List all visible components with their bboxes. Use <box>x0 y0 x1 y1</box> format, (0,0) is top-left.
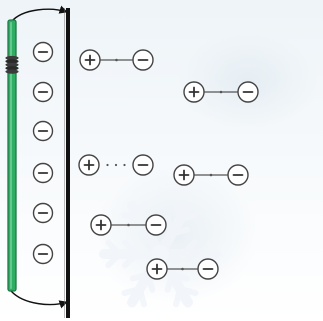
negative-charge-icon <box>197 258 219 280</box>
dipole-bond-dot <box>209 173 213 177</box>
neg-2 <box>32 81 54 103</box>
dipole-pair <box>78 154 154 176</box>
rod-highlight <box>10 22 12 289</box>
negative-charge-icon <box>145 214 167 236</box>
neg-6 <box>32 243 54 265</box>
dipole-pair <box>173 164 249 186</box>
positive-charge-icon <box>90 214 112 236</box>
dipole-bond-dot <box>181 267 184 271</box>
positive-charge-icon <box>146 258 168 280</box>
dipole-pair <box>146 258 219 280</box>
neg-1 <box>32 41 54 63</box>
negative-charge-icon <box>132 49 154 71</box>
positive-charge-icon <box>79 49 101 71</box>
snowflake-arm <box>127 200 165 259</box>
snowflake-branch <box>177 211 199 223</box>
dipole-pair <box>90 214 167 236</box>
rod-grip-band <box>5 69 19 74</box>
dipole-bond-dot <box>127 223 130 227</box>
dipole-pair <box>183 81 259 103</box>
dipoles-group <box>78 49 259 280</box>
rod-grip-band <box>5 59 19 64</box>
dipole-bond-dot <box>115 58 118 62</box>
snowflake-branch <box>173 285 184 308</box>
charged-rod <box>5 19 19 292</box>
neg-5 <box>32 202 54 224</box>
negative-charge-icon <box>227 164 249 186</box>
negative-charges-group <box>32 41 54 265</box>
neg-3 <box>32 120 54 142</box>
snowflake-branch <box>180 251 198 269</box>
snowflake-arm <box>155 200 193 259</box>
neg-4 <box>32 162 54 184</box>
snowflake-branch <box>129 271 152 282</box>
dipole-pair <box>79 49 154 71</box>
negative-charge-icon <box>132 154 154 176</box>
snowflake-branch <box>121 285 143 297</box>
bottom-curved-arrow <box>10 290 68 309</box>
positive-charge-icon <box>183 81 205 103</box>
dipole-bond-dot <box>106 163 109 167</box>
vertical-plate <box>66 8 70 318</box>
snowflake-branch <box>136 200 147 223</box>
positive-charge-icon <box>173 164 195 186</box>
snowflake-branch <box>168 226 191 237</box>
plate-left-highlight <box>64 8 65 318</box>
positive-charge-icon <box>78 154 100 176</box>
top-curved-arrow <box>10 5 68 23</box>
snowflake-branch <box>105 239 123 257</box>
dipole-bond-dot <box>123 163 126 167</box>
dipole-bond-dot <box>114 163 118 167</box>
negative-charge-icon <box>237 81 259 103</box>
snowflake-branch <box>164 271 175 293</box>
rod-grip-band <box>5 62 19 67</box>
rod-grip-band <box>5 55 19 61</box>
rod-grip-band <box>5 66 19 71</box>
dipole-bond-dot <box>219 90 223 94</box>
snowflake-branch <box>122 239 140 257</box>
